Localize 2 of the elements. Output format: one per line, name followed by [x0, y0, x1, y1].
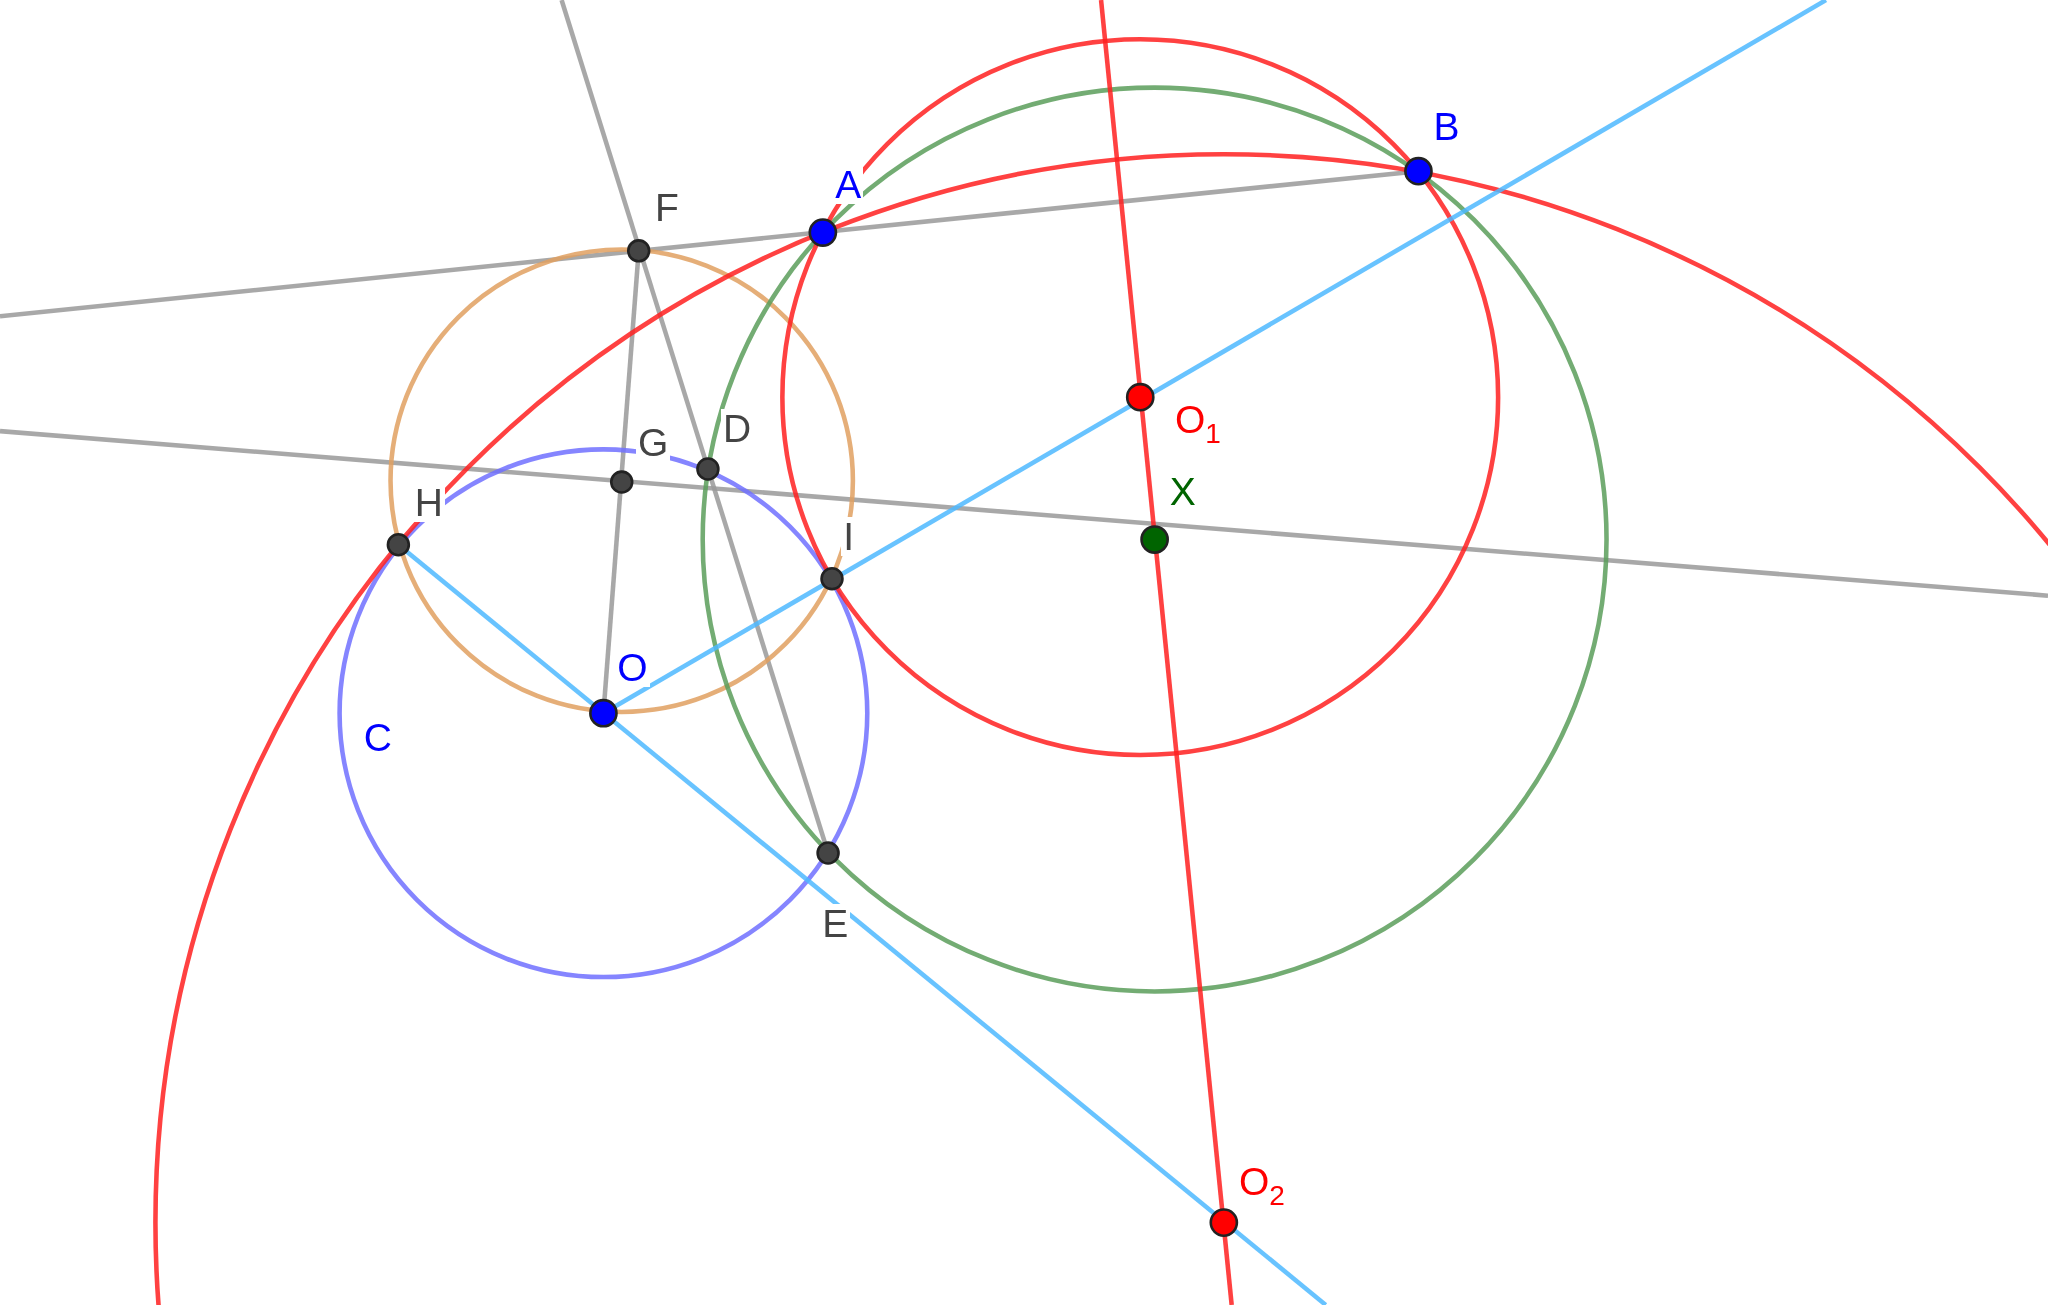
point-label: I: [841, 517, 856, 557]
point-label: A: [833, 164, 864, 204]
